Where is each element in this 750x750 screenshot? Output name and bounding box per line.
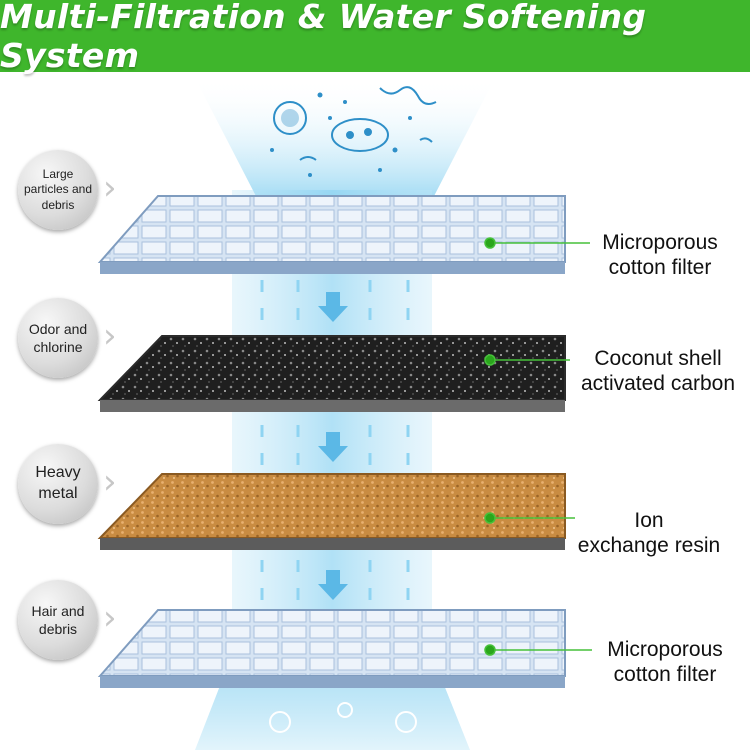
clean-water-bubbles (269, 702, 417, 733)
down-arrow-icon (318, 292, 348, 600)
contaminant-label: Hair and debris (31, 602, 85, 637)
layer-label: Microporous cotton filter (602, 231, 718, 279)
chevron-right-icon: › (103, 168, 117, 208)
inflow-funnel (195, 78, 495, 200)
layer-label: Coconut shell activated carbon (580, 347, 736, 395)
contaminants-icon (273, 86, 437, 161)
layer-cotton-filter-bottom (97, 609, 566, 688)
page-title: Multi-Filtration & Water Softening Syste… (0, 0, 647, 75)
contaminant-label: Heavy metal (35, 464, 81, 502)
contaminant-label: Odor and chlorine (28, 320, 88, 355)
contaminant-label: Large particles and debris (23, 166, 93, 212)
particle-dots (270, 92, 412, 177)
contaminant-badge: Hair and debris (18, 580, 98, 660)
chevron-right-icon: › (103, 316, 117, 356)
layer-connectors (484, 237, 592, 656)
layer-label: Microporous cotton filter (607, 638, 723, 686)
contaminant-badge: Odor and chlorine (18, 298, 98, 378)
flow-lines (260, 280, 410, 610)
layer-label: Ion exchange resin (577, 509, 721, 557)
layer-cotton-filter-top (97, 195, 566, 274)
chevron-right-icon: › (103, 598, 117, 638)
chevron-right-icon: › (103, 462, 117, 502)
title-banner: Multi-Filtration & Water Softening Syste… (0, 0, 750, 75)
layer-ion-exchange-resin (97, 473, 566, 550)
contaminant-badge: Large particles and debris (18, 150, 98, 230)
contaminant-badge: Heavy metal (18, 444, 98, 524)
layer-activated-carbon (97, 335, 566, 412)
